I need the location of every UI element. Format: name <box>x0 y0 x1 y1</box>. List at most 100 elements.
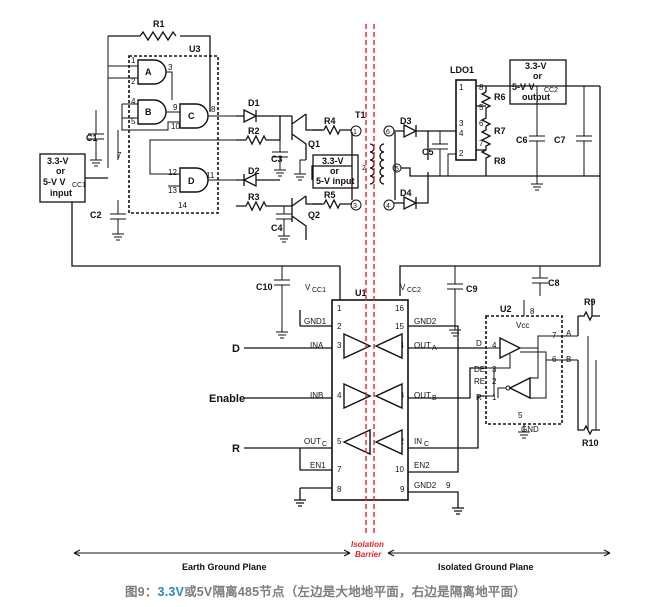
c4-label: C4 <box>271 223 283 233</box>
c5-label: C5 <box>422 147 434 157</box>
mid-supply-line3: 5-V input <box>316 176 355 186</box>
r4-resistor <box>312 124 352 136</box>
u1-inb-label: INB <box>310 391 323 400</box>
u1-pin-10: 10 <box>395 465 404 474</box>
left-supply-line2: or <box>56 166 65 176</box>
u1-pin-7: 7 <box>337 465 342 474</box>
u1-outc-sub: C <box>322 441 327 448</box>
u1-label: U1 <box>355 288 367 298</box>
t1-pin-2: 2 <box>362 165 366 172</box>
r3-resistor <box>245 200 267 212</box>
u2-internal-wiring <box>484 335 578 399</box>
signal-d-label: D <box>232 343 240 355</box>
d2-r3-wiring <box>236 179 292 207</box>
out-supply-sub: CC2 <box>544 87 558 94</box>
earth-plane-label: Earth Ground Plane <box>182 562 267 572</box>
c8-capacitor <box>532 266 548 296</box>
ldo-pin-2: 2 <box>459 149 464 158</box>
u2-pin-8: 8 <box>530 307 535 316</box>
mid-supply-line2: or <box>330 166 339 176</box>
c6-label: C6 <box>516 135 528 145</box>
q1-label: Q1 <box>308 139 320 149</box>
out-supply-line3: 5-V V <box>512 82 535 92</box>
gate-a-label: A <box>145 67 152 77</box>
u3-pin-11: 11 <box>206 171 215 180</box>
d1-r2-wiring <box>236 115 292 141</box>
c8-label: C8 <box>548 278 560 288</box>
u3-pin-13: 13 <box>168 186 177 195</box>
u3-pin-7: 7 <box>117 151 122 160</box>
t1-pin-3: 3 <box>353 203 357 210</box>
u2-gnd-label: GND <box>521 425 539 434</box>
r1-label: R1 <box>153 19 165 29</box>
u1-gnd1-label: GND1 <box>304 317 327 326</box>
left-supply-wire <box>71 177 340 267</box>
q2-transistor <box>291 195 324 240</box>
u2-label: U2 <box>500 304 512 314</box>
gate-d-label: D <box>188 176 195 186</box>
u2-de-label: DE <box>474 365 485 374</box>
gate-c <box>179 103 209 129</box>
out-supply-line4: output <box>522 92 550 102</box>
r1-resistor <box>139 30 177 42</box>
u1-channel-b-buffers <box>343 382 403 410</box>
t1-pin-1: 1 <box>353 129 357 136</box>
t1-pin-6: 6 <box>386 129 390 136</box>
c5-capacitor <box>432 131 448 176</box>
u1-pin-2: 2 <box>337 322 342 331</box>
d2-label: D2 <box>248 166 260 176</box>
out-supply-line2: or <box>533 71 542 81</box>
u1-outa-label: OUT <box>414 341 431 350</box>
u1-pin-5: 5 <box>337 437 342 446</box>
u2-d-label: D <box>476 339 482 348</box>
u3-pin-3: 3 <box>168 63 173 72</box>
isolated-485-node-schematic: U3 R1 A B C D 1 2 3 4 5 9 8 10 12 13 11 … <box>39 19 611 572</box>
c9-capacitor <box>447 266 463 337</box>
isolated-ground-rail-top <box>401 167 600 177</box>
gate-a <box>137 59 167 85</box>
u3-pin-10: 10 <box>171 122 180 131</box>
u1-pin-8: 8 <box>337 485 342 494</box>
r8-label: R8 <box>494 156 506 166</box>
u1-inc-sub: C <box>424 441 429 448</box>
u1-inc-label: IN <box>414 437 422 446</box>
u3-pin-5: 5 <box>131 117 136 126</box>
t1-pin-4-marker <box>383 199 395 211</box>
d1-label: D1 <box>248 98 260 108</box>
u2-receiver <box>508 376 531 400</box>
left-supply-line3: 5-V V <box>43 177 66 187</box>
u3-pin-2: 2 <box>131 77 136 86</box>
u1-gnd2-label: GND2 <box>414 317 437 326</box>
u1-pin-3: 3 <box>337 341 342 350</box>
gate-b-label: B <box>145 107 152 117</box>
left-supply-line4: input <box>50 188 72 198</box>
isolation-barrier-label-2: Barrier <box>355 550 382 559</box>
r10-label: R10 <box>582 438 599 448</box>
ldo-pin-4: 4 <box>459 129 464 138</box>
c1-label: C1 <box>86 133 98 143</box>
left-supply-sub: CC1 <box>72 182 86 189</box>
d4-diode <box>403 195 418 211</box>
earth-plane-arrow <box>73 549 351 557</box>
t1-pin-3-marker <box>350 199 362 211</box>
q1-ground <box>294 159 306 181</box>
ldo-pin-1: 1 <box>459 83 464 92</box>
t1-pin-1-marker <box>350 125 362 137</box>
ldo-pin-6: 6 <box>479 119 484 128</box>
u1-channel-c-buffers <box>342 428 403 456</box>
c2-label: C2 <box>90 210 102 220</box>
q1-transistor <box>291 113 324 160</box>
u1-pin-4: 4 <box>337 391 342 400</box>
ldo1-box <box>455 79 477 161</box>
c3-label: C3 <box>271 154 283 164</box>
t1-secondary <box>379 143 385 185</box>
u1-pin-15: 15 <box>395 322 404 331</box>
u2-a-label: A <box>566 329 572 338</box>
isolated-plane-label: Isolated Ground Plane <box>438 562 534 572</box>
out-supply-line1: 3.3-V <box>525 61 547 71</box>
r1-wire <box>108 35 211 112</box>
r7-label: R7 <box>494 126 506 136</box>
u2-vcc-label: Vcc <box>516 321 529 330</box>
r2-resistor <box>245 134 267 146</box>
q2-label: Q2 <box>308 210 320 220</box>
